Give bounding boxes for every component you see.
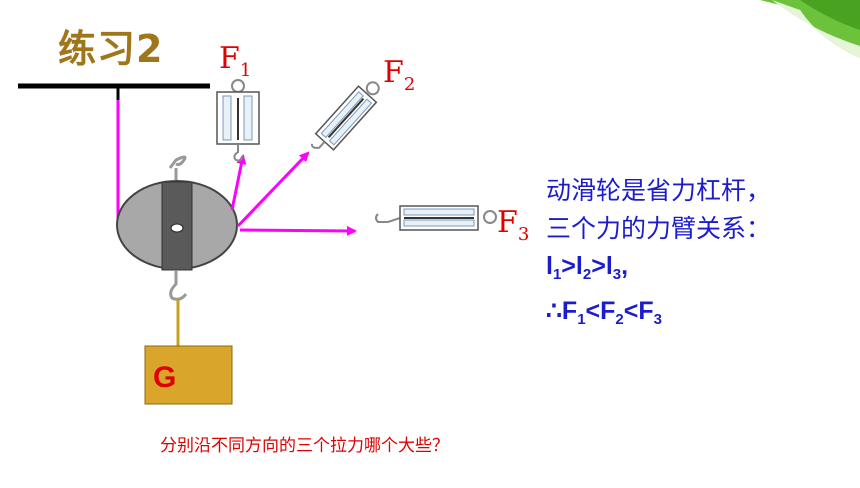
pulley-axle bbox=[170, 223, 184, 233]
label-f3: F3 bbox=[497, 205, 530, 245]
pulley-bottom-hook bbox=[169, 270, 188, 301]
force-arrow-f3 bbox=[239, 225, 357, 236]
label-f2: F2 bbox=[383, 55, 416, 95]
force-arrow-f2 bbox=[236, 151, 310, 228]
spring-scale-f2 bbox=[310, 81, 380, 151]
conclusion-line-2: 三个力的力臂关系： bbox=[546, 214, 772, 243]
spring-scale-f1 bbox=[216, 79, 260, 162]
pulley-top-hook bbox=[168, 155, 187, 169]
arm-relation: l1>l2>l3, bbox=[546, 252, 629, 283]
weight-block bbox=[144, 345, 233, 405]
force-arrow-f1 bbox=[230, 154, 247, 211]
weight-label: G bbox=[153, 361, 177, 394]
conclusion-line-1: 动滑轮是省力杠杆， bbox=[546, 176, 772, 205]
question-text: 分别沿不同方向的三个拉力哪个大些？ bbox=[160, 436, 449, 456]
corner-leaf-decoration bbox=[760, 0, 860, 58]
force-relation: ∴F1<F2<F3 bbox=[546, 297, 662, 328]
conclusion-text: 动滑轮是省力杠杆， 三个力的力臂关系： l1>l2>l3, ∴F1<F2<F3 bbox=[546, 172, 846, 338]
slide-title: 练习2 bbox=[58, 27, 164, 71]
label-f1: F1 bbox=[219, 41, 252, 81]
spring-scale-f3 bbox=[375, 205, 497, 231]
